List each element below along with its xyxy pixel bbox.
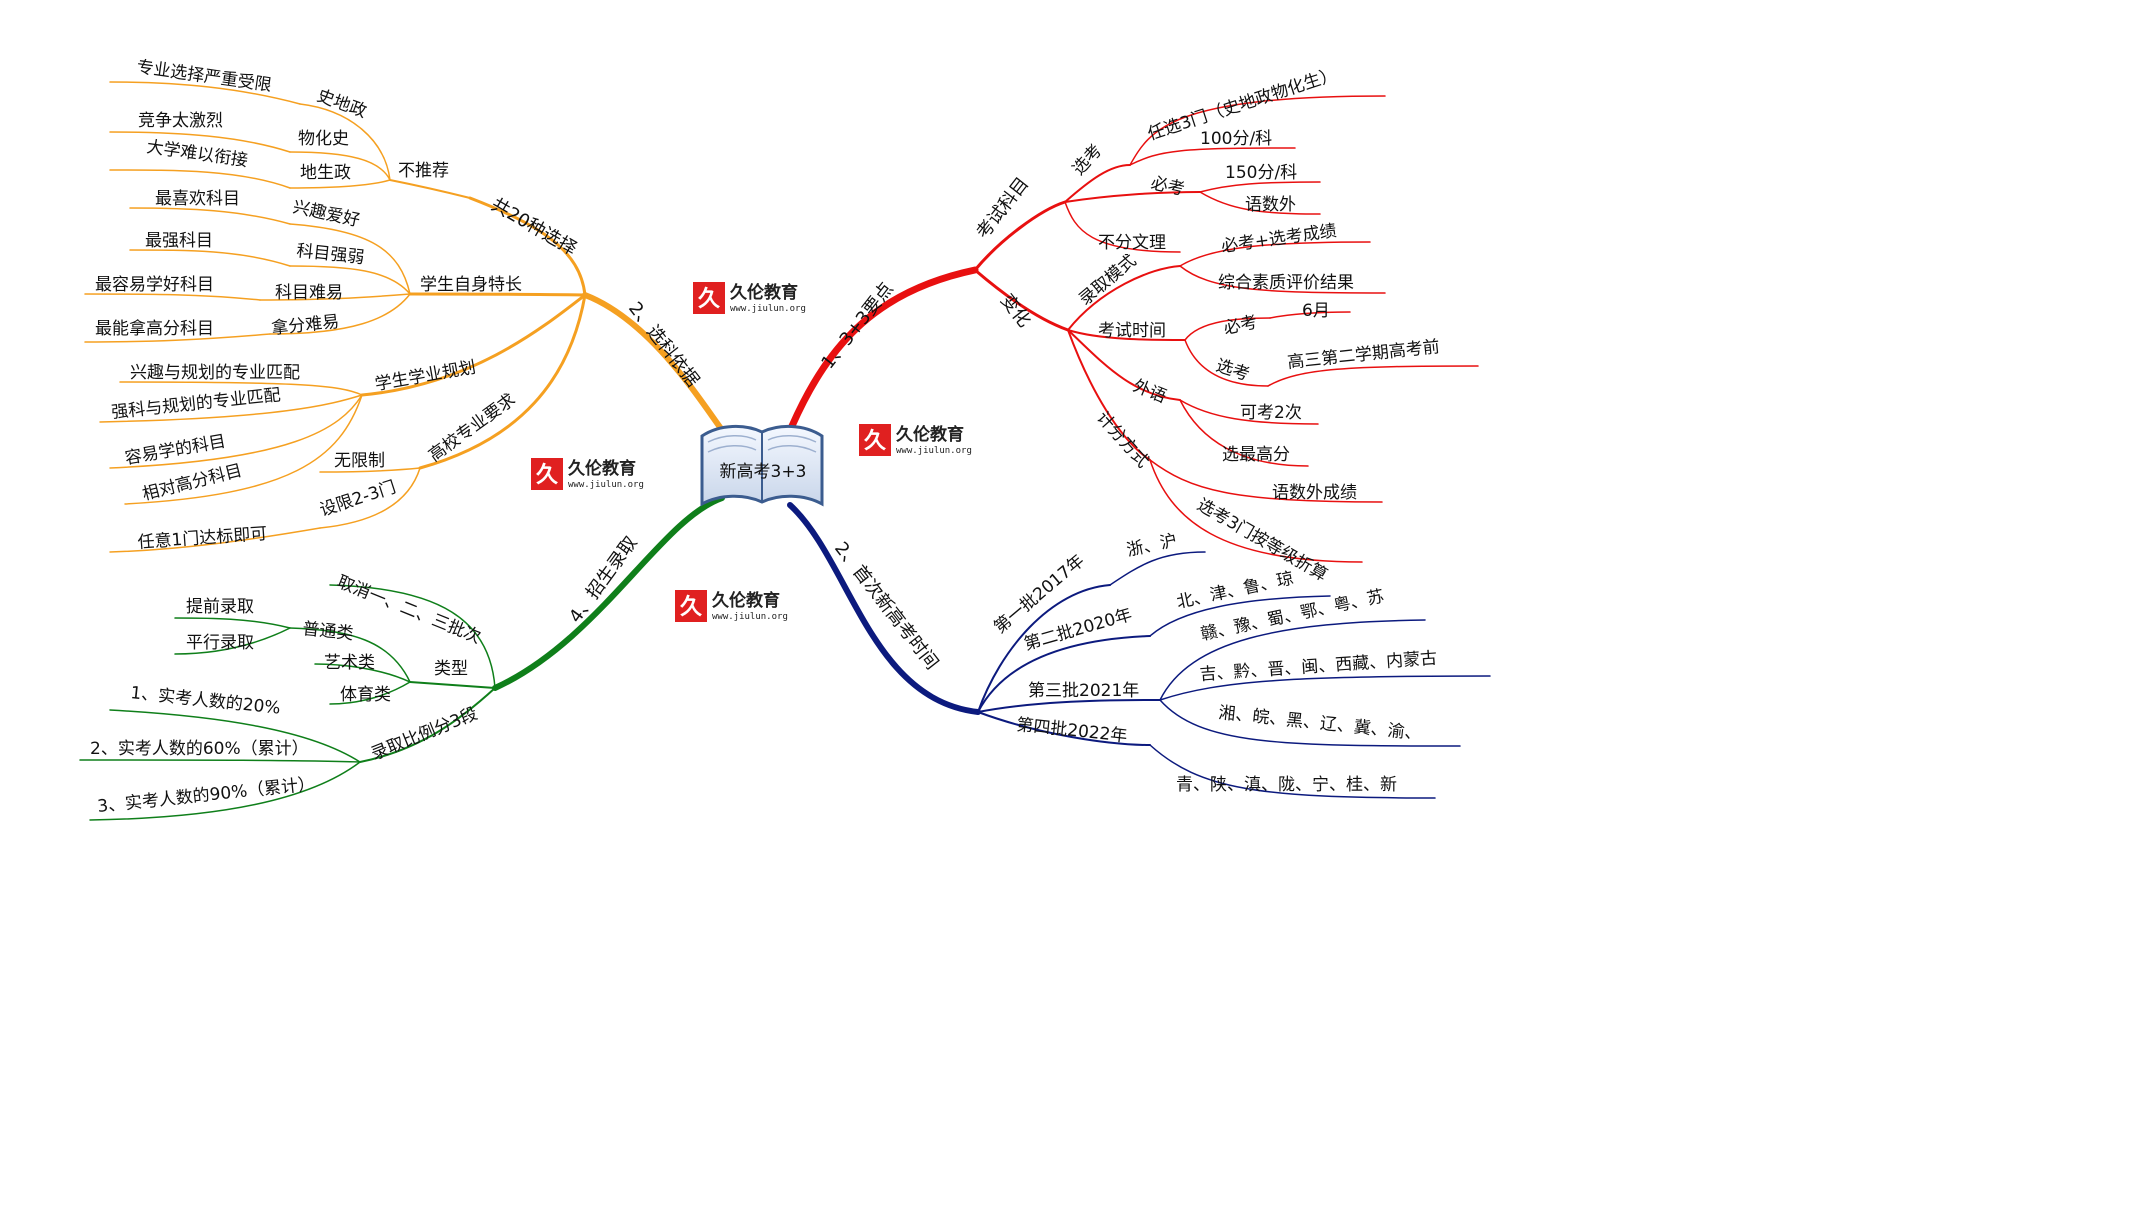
node-admission-eval: 综合素质评价结果 (1218, 273, 1354, 293)
node-required-ymw: 语数外 (1245, 195, 1296, 215)
node-required: 必考 (1149, 173, 1186, 200)
node-foreign-twice: 可考2次 (1240, 403, 1302, 423)
node-not-recommended: 不推荐 (398, 161, 449, 181)
node-art: 艺术类 (324, 653, 375, 673)
logo-glyph: 久 (864, 428, 886, 454)
mind-map: 久 1、3+3要点 考试科目 选考 任选3门（史地政物化生） 100分/科 (79, 57, 1491, 821)
node-batch-2022: 第四批2022年 (1015, 715, 1128, 747)
node-foreign-best: 选最高分 (1222, 445, 1290, 465)
node-scoring: 计分方式 (1092, 408, 1152, 472)
branch-first-gaokao (787, 502, 1491, 799)
logo-3: 久 久伦教育 www.jiulun.org (531, 458, 644, 490)
node-parallel-admission: 平行录取 (186, 633, 254, 653)
node-note-strongest: 最强科目 (145, 231, 213, 251)
node-note-highest: 最能拿高分科目 (95, 318, 214, 339)
branch-subject-basis (84, 81, 725, 553)
node-general: 普通类 (301, 619, 354, 644)
node-note-restricted: 专业选择严重受限 (135, 57, 272, 96)
node-note-easiest: 最容易学好科目 (95, 275, 214, 295)
node-early-admission: 提前录取 (186, 597, 254, 617)
node-ratio-60: 2、实考人数的60%（累计） (90, 739, 309, 759)
logo-mark-icon (531, 458, 563, 490)
node-plan-strong-match: 强科与规划的专业匹配 (110, 385, 281, 423)
node-combo-wuhuashi: 物化史 (298, 129, 349, 149)
logo-4: 久 久伦教育 www.jiulun.org (675, 590, 788, 622)
center-node[interactable]: 新高考3+3 (700, 424, 824, 507)
logo-mark-icon (859, 424, 891, 456)
node-no-split: 不分文理 (1098, 233, 1166, 253)
node-time-elective: 选考 (1213, 356, 1252, 386)
logo-url: www.jiulun.org (730, 304, 806, 314)
node-plan-interest-match: 兴趣与规划的专业匹配 (130, 363, 300, 383)
node-note-favourite: 最喜欢科目 (155, 189, 240, 209)
node-ratio: 录取比例分3段 (368, 704, 480, 765)
node-changes: 变化 (996, 290, 1035, 331)
logo-text: 久伦教育 (568, 458, 636, 479)
node-admission-scores: 必考+选考成绩 (1220, 221, 1338, 257)
node-note-competitive: 竞争太激烈 (138, 111, 223, 131)
branch-admission (79, 495, 725, 821)
node-20-choices: 共20种选择 (488, 194, 581, 260)
logo-url: www.jiulun.org (896, 446, 972, 456)
branch-label-3plus3: 1、3+3要点 (817, 279, 897, 373)
node-sports: 体育类 (340, 685, 391, 705)
node-exam-subjects: 考试科目 (972, 173, 1033, 243)
logo-mark-icon (675, 590, 707, 622)
center-label: 新高考3+3 (720, 462, 807, 482)
node-time-required: 必考 (1222, 312, 1259, 339)
logo-1: 久 久伦教育 www.jiulun.org (693, 282, 806, 314)
node-scoring-ymw: 语数外成绩 (1272, 483, 1357, 503)
node-batch-2021: 第三批2021年 (1028, 681, 1139, 701)
node-difficulty: 科目难易 (275, 283, 343, 303)
node-foreign: 外语 (1130, 376, 1169, 407)
node-regions-2021-b: 吉、黔、晋、闽、西藏、内蒙古 (1199, 648, 1438, 685)
branch-3plus3 (788, 95, 1479, 563)
node-limit-2-3: 设限2-3门 (317, 477, 398, 520)
node-note-university: 大学难以衔接 (145, 137, 249, 171)
node-regions-2017: 浙、沪 (1125, 531, 1179, 561)
node-regions-2022-b: 青、陕、滇、陇、宁、桂、新 (1176, 775, 1397, 795)
node-strong-weak: 科目强弱 (295, 241, 365, 268)
node-note-any1: 任意1门达标即可 (137, 524, 268, 553)
node-types: 类型 (434, 659, 468, 679)
logo-glyph: 久 (698, 286, 720, 312)
logo-glyph: 久 (536, 462, 558, 488)
node-required-150: 150分/科 (1225, 163, 1297, 183)
branch-label-subject-basis: 2、选科依据 (624, 298, 703, 391)
logo-glyph: 久 (680, 594, 702, 620)
logo-url: www.jiulun.org (568, 480, 644, 490)
node-strengths: 学生自身特长 (420, 275, 522, 295)
node-regions-2020: 北、津、鲁、琼 (1175, 569, 1296, 613)
logo-url: www.jiulun.org (712, 612, 788, 622)
node-ratio-90: 3、实考人数的90%（累计） (96, 774, 316, 817)
node-planning: 学生学业规划 (373, 358, 477, 395)
node-scoring-difficulty: 拿分难易 (270, 311, 340, 339)
node-scoring-grade: 选考3门按等级折算 (1194, 495, 1331, 586)
node-elective-100: 100分/科 (1200, 129, 1272, 149)
node-interest: 兴趣爱好 (291, 197, 362, 231)
node-exam-time: 考试时间 (1098, 321, 1166, 341)
logo-text: 久伦教育 (730, 282, 798, 303)
node-batch-2020: 第二批2020年 (1022, 605, 1134, 655)
node-no-limit: 无限制 (334, 451, 385, 471)
logo-text: 久伦教育 (712, 590, 780, 611)
logo-2: 久 久伦教育 www.jiulun.org (859, 424, 972, 456)
node-time-june: 6月 (1302, 301, 1330, 321)
logo-mark-icon (693, 282, 725, 314)
node-combo-dishengzheng: 地生政 (300, 163, 351, 183)
logo-text: 久伦教育 (896, 424, 964, 445)
